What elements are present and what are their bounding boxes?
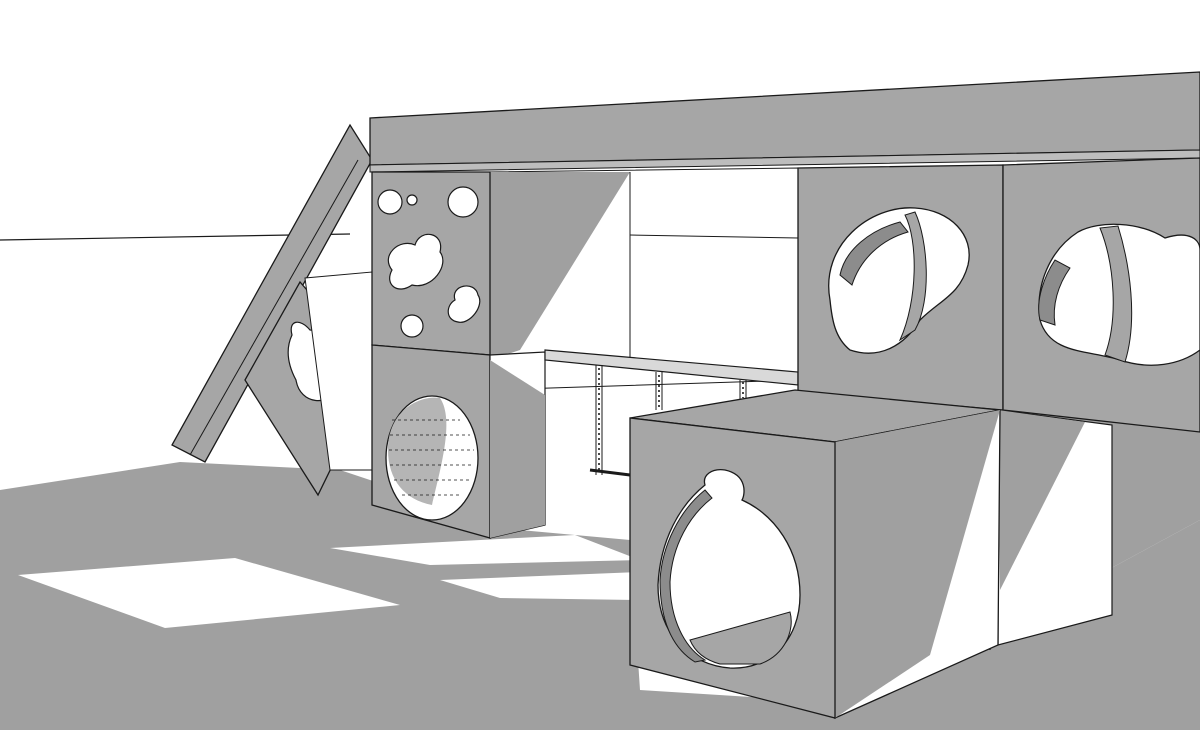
light-patch-left	[18, 558, 400, 628]
cube-cutout-rim	[659, 489, 713, 663]
front-cube-cutout	[657, 469, 801, 669]
light-patch-low	[440, 572, 640, 600]
hole	[406, 194, 418, 206]
front-cube-right-shadow	[835, 410, 1000, 718]
tunnel-rim	[1038, 259, 1071, 326]
hole	[447, 186, 479, 218]
roof-beam	[369, 71, 1200, 166]
ladder	[589, 365, 747, 477]
ramp-edge	[189, 159, 359, 456]
porthole-shade	[388, 397, 447, 505]
porthole-dashes	[389, 419, 474, 496]
cube-cutout-floor	[689, 611, 792, 665]
hole	[400, 314, 424, 338]
slanted-ramp	[171, 123, 373, 463]
hole-cloud	[387, 233, 444, 290]
interior-line-2	[629, 234, 799, 239]
light-patch-mid	[330, 535, 640, 565]
interior-shadow	[490, 172, 630, 360]
tunnel-inner	[1099, 225, 1133, 363]
tower-holes	[377, 186, 481, 338]
tower-side-shadow	[490, 360, 545, 538]
hole-peanut	[447, 285, 481, 323]
wall-cutout-inner	[898, 211, 927, 342]
roof-beam-lip	[369, 149, 1200, 173]
lower-volume-shadow	[998, 410, 1085, 590]
hole	[377, 189, 403, 215]
wall-cutout-rim	[839, 221, 909, 286]
ladder-rungs	[598, 368, 744, 472]
